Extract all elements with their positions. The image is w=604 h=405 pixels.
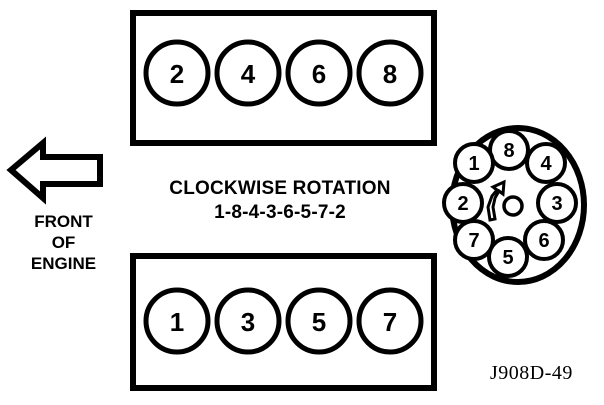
cylinder-circle-top-4	[356, 39, 424, 107]
distributor-terminal-1	[453, 142, 495, 184]
distributor-terminal-label-8: 8	[503, 140, 514, 162]
front-of-engine-line-3: ENGINE	[30, 254, 97, 273]
firing-order-sequence: 1-8-4-3-6-5-7-2	[214, 202, 346, 223]
cylinder-circle-top-2	[214, 39, 282, 107]
distributor-terminal-4	[525, 142, 567, 184]
distributor-terminal-label-5: 5	[502, 247, 513, 269]
cylinder-number-top-4: 8	[383, 59, 397, 89]
distributor-terminal-2	[442, 182, 484, 224]
cylinder-circle-bottom-4	[356, 287, 424, 355]
cylinder-number-bottom-4: 7	[383, 307, 397, 337]
cylinder-circle-bottom-3	[285, 287, 353, 355]
cylinder-number-bottom-3: 5	[312, 307, 326, 337]
cylinder-circle-bottom-1	[143, 287, 211, 355]
cylinder-number-top-1: 2	[170, 59, 184, 89]
cylinder-number-bottom-1: 1	[170, 307, 184, 337]
cylinder-number-top-2: 4	[241, 59, 256, 89]
distributor-terminal-3	[536, 182, 578, 224]
cylinder-number-top-3: 6	[312, 59, 326, 89]
front-arrow-icon	[6, 136, 103, 205]
distributor-terminal-label-2: 2	[457, 193, 468, 215]
distributor-terminal-7	[453, 219, 495, 261]
front-of-engine-arrow-group	[6, 136, 103, 205]
front-of-engine-line-1: FRONT	[34, 212, 93, 231]
distributor-terminal-5	[487, 236, 529, 278]
front-of-engine-line-2: OF	[51, 233, 76, 252]
distributor-terminal-label-4: 4	[540, 153, 552, 175]
bottom-bank-group: 1 3 5 7	[130, 253, 437, 391]
distributor-terminal-label-6: 6	[538, 230, 549, 252]
distributor-terminal-6	[523, 219, 565, 261]
distributor-terminal-label-7: 7	[468, 230, 479, 252]
top-bank-group: 2 4 6 8	[130, 10, 437, 146]
distributor-cap-group: 8 4 3 6 5 7 2 1	[442, 125, 587, 285]
distributor-terminal-label-3: 3	[551, 193, 562, 215]
cylinder-circle-top-3	[285, 39, 353, 107]
clockwise-rotation-arrow-icon	[486, 179, 506, 222]
cylinder-circle-top-1	[143, 39, 211, 107]
figure-reference-code: J908D-49	[490, 362, 573, 384]
cylinder-number-bottom-2: 3	[241, 307, 255, 337]
rotation-direction-label: CLOCKWISE ROTATION	[169, 178, 391, 199]
distributor-terminal-label-1: 1	[468, 153, 479, 175]
rotor-shaft-circle	[502, 195, 524, 217]
cylinder-circle-bottom-2	[214, 287, 282, 355]
